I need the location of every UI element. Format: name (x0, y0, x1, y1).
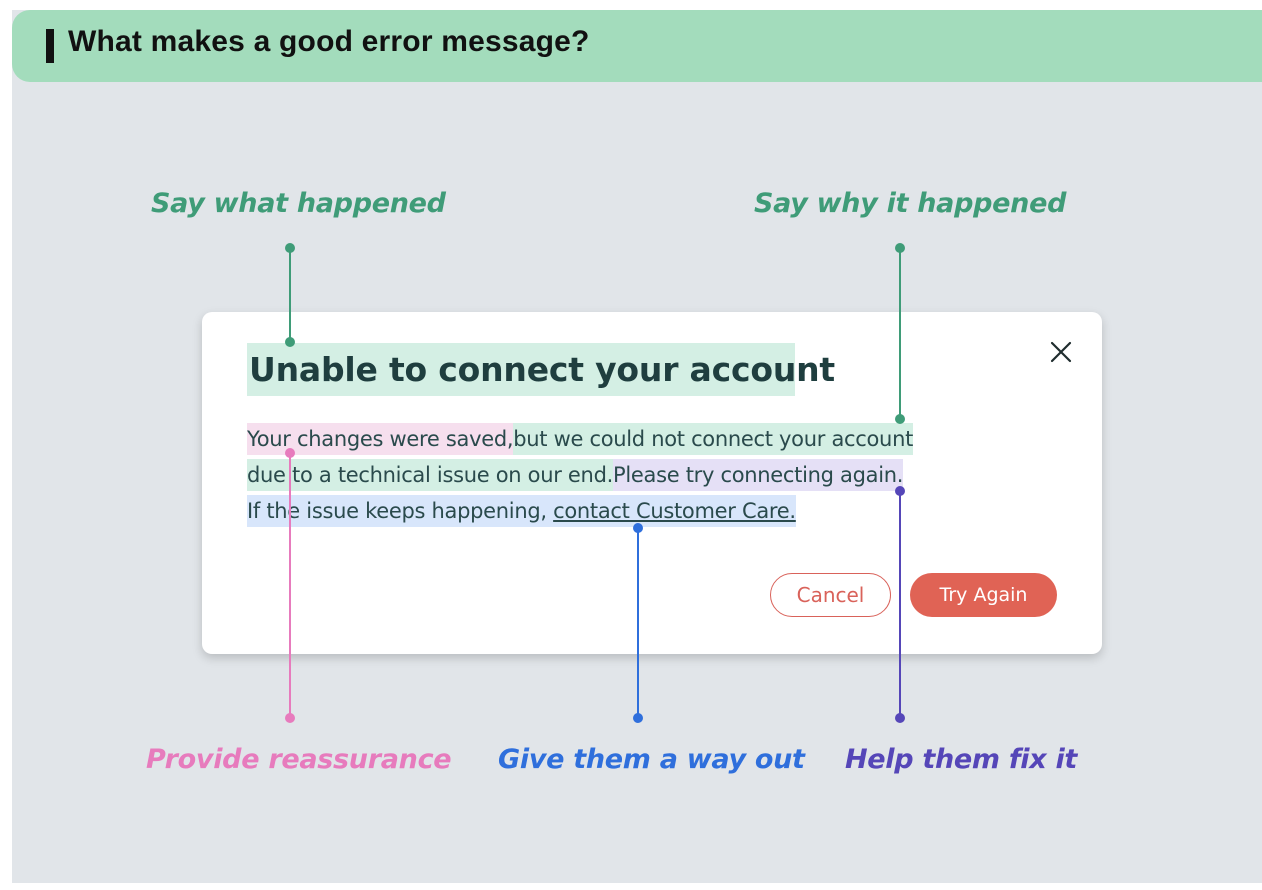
dialog-title: Unable to connect your account (247, 343, 835, 396)
why-text-part-2: due to a technical issue on our end. (247, 459, 613, 491)
way-out-text: If the issue keeps happening, contact Cu… (247, 495, 796, 527)
annotation-say-what: Say what happened (151, 188, 446, 219)
close-icon[interactable] (1049, 340, 1073, 364)
why-text-part-1: but we could not connect your account (513, 423, 913, 455)
reassurance-text: Your changes were saved, (247, 423, 514, 455)
annotation-reassurance: Provide reassurance (146, 744, 452, 775)
fix-text: Please try connecting again. (612, 459, 903, 491)
try-again-button[interactable]: Try Again (910, 573, 1057, 617)
cancel-button[interactable]: Cancel (770, 573, 891, 617)
annotation-fix-it: Help them fix it (845, 744, 1078, 775)
annotation-way-out: Give them a way out (498, 744, 805, 775)
annotation-say-why: Say why it happened (754, 188, 1067, 219)
dialog-body-line-1: Your changes were saved, but we could no… (247, 423, 913, 455)
dialog-body-line-3: If the issue keeps happening, contact Cu… (247, 495, 796, 527)
dialog-body-line-2: due to a technical issue on our end. Ple… (247, 459, 903, 491)
header-banner (12, 10, 1262, 82)
way-out-prefix: If the issue keeps happening, (247, 499, 554, 523)
header-accent-bar (46, 29, 54, 63)
page-title: What makes a good error message? (68, 25, 590, 58)
contact-customer-care-link[interactable]: contact Customer Care. (553, 499, 796, 523)
